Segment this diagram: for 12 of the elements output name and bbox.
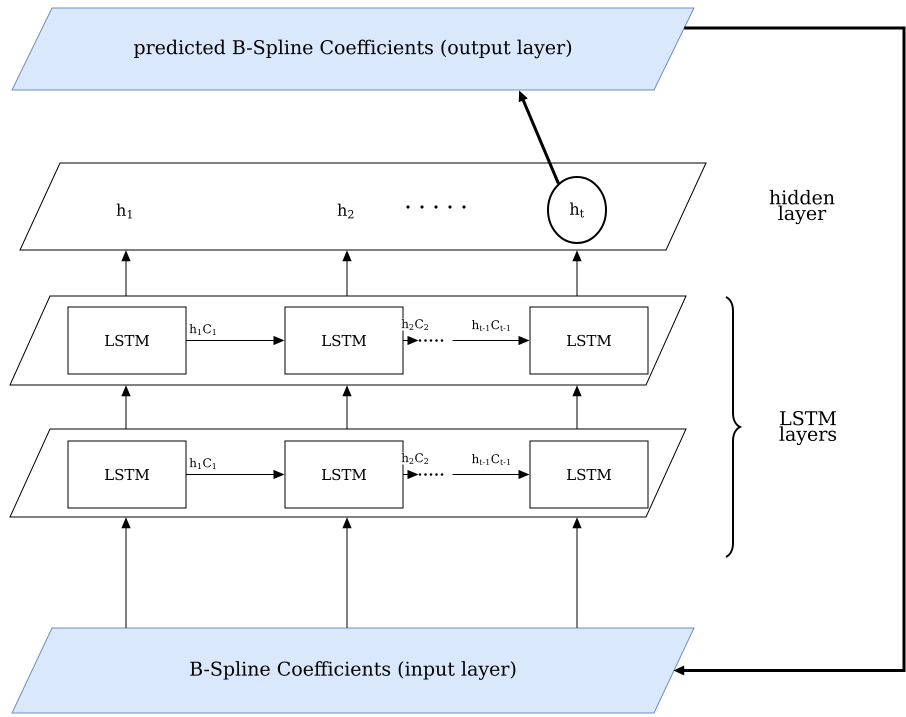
edge-label: h$_{2}$C$_{2}$ (400, 318, 430, 330)
edge-label: h$_{1}$C$_{1}$ (188, 324, 218, 336)
edge-label: h$_{1}$C$_{1}$ (188, 458, 218, 470)
edge-label: h$_{2}$C$_{2}$ (400, 452, 430, 464)
lstm-box: LSTM (530, 440, 648, 508)
edge-label: h$_{t-1}$C$_{t-1}$ (471, 453, 512, 466)
lstm-box: LSTM (68, 440, 186, 508)
edge-label: h$_{t-1}$C$_{t-1}$ (471, 319, 512, 332)
side-label: LSTM layers (779, 410, 836, 445)
side-label: hidden layer (770, 190, 835, 224)
lstm-box: LSTM (530, 306, 648, 374)
lstm-box: LSTM (68, 306, 186, 374)
